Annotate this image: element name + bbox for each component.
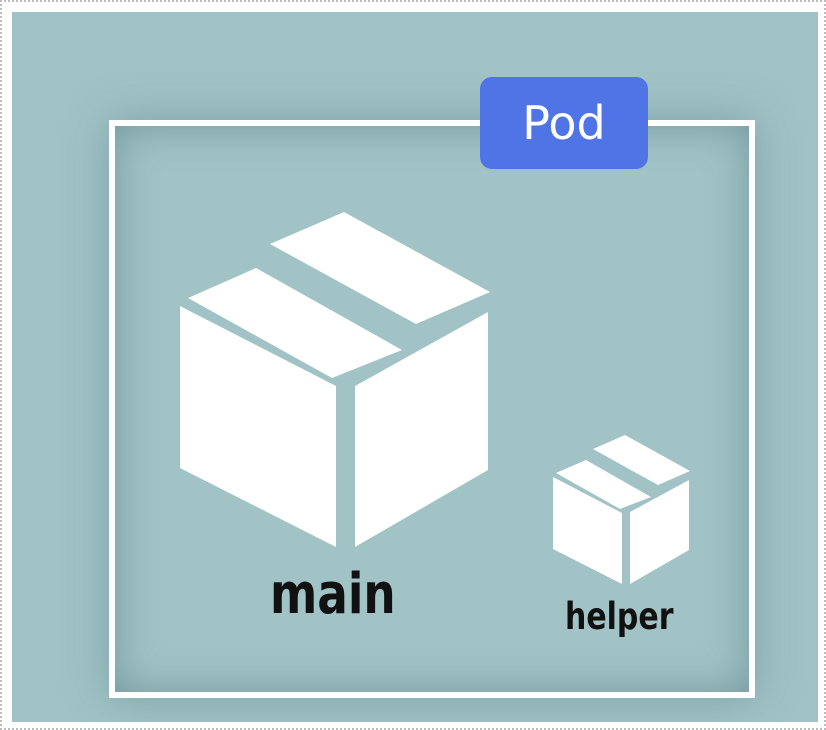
- pod-boundary: [109, 120, 755, 698]
- pod-badge: Pod: [480, 77, 648, 169]
- main-box-icon: [180, 212, 490, 547]
- diagram-canvas: Pod main helper: [12, 12, 818, 722]
- helper-container-label: helper: [565, 595, 674, 638]
- main-container-label: main: [270, 562, 396, 627]
- helper-box-icon: [553, 435, 690, 584]
